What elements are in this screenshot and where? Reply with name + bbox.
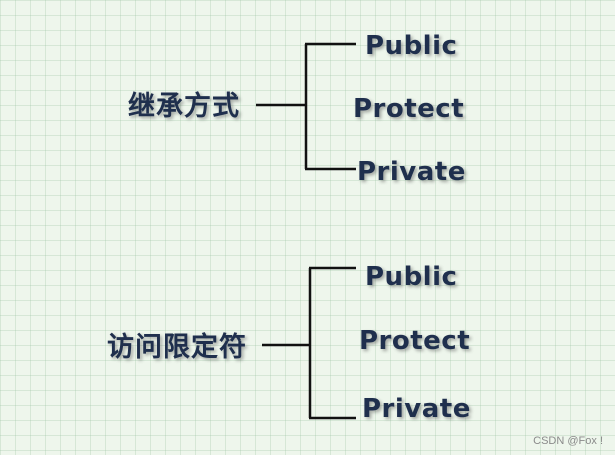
watermark: CSDN @Fox ! bbox=[533, 435, 603, 447]
leaf-node-protect-2: Protect bbox=[359, 326, 471, 356]
leaf-node-private-2: Private bbox=[362, 394, 471, 424]
root-node-inheritance: 继承方式 bbox=[128, 91, 240, 122]
leaf-node-public-2: Public bbox=[365, 262, 458, 292]
leaf-node-private-1: Private bbox=[357, 157, 466, 187]
root-node-access-specifier: 访问限定符 bbox=[107, 332, 247, 363]
bracket-group-2 bbox=[262, 266, 356, 420]
bracket-group-1 bbox=[256, 42, 356, 171]
leaf-node-protect-1: Protect bbox=[353, 94, 465, 124]
leaf-node-public-1: Public bbox=[365, 31, 458, 61]
